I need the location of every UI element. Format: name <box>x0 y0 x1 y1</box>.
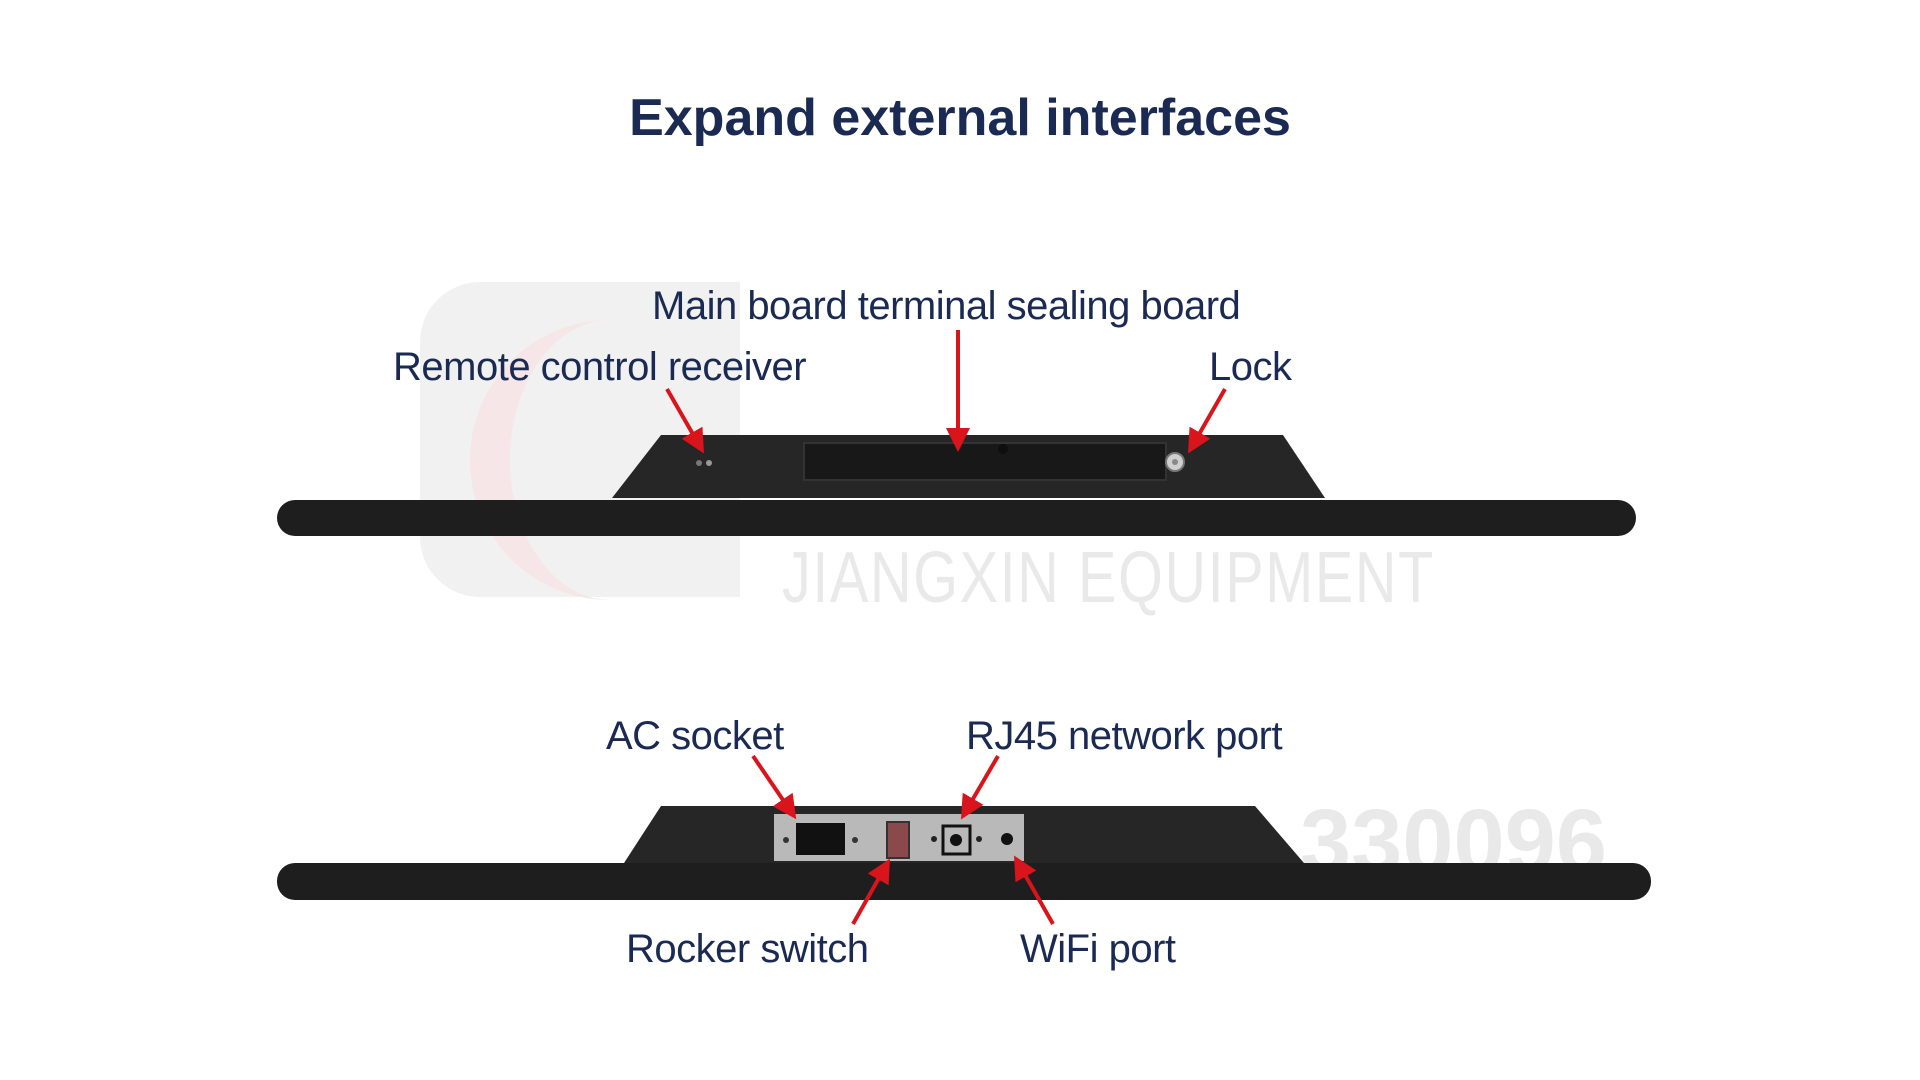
top-device-bar <box>277 500 1636 536</box>
arrow-rocker <box>851 858 890 925</box>
panel-screw <box>998 444 1008 454</box>
rj45-port-icon <box>941 824 972 856</box>
label-rj45: RJ45 network port <box>966 714 1283 758</box>
arrow-wifi <box>1014 855 1055 925</box>
top-device-view <box>277 435 1636 536</box>
main-board-sealing-panel <box>803 442 1167 481</box>
label-rocker-switch: Rocker switch <box>626 927 869 971</box>
page-title: Expand external interfaces <box>629 89 1291 147</box>
label-wifi-port: WiFi port <box>1020 927 1176 971</box>
label-main-board: Main board terminal sealing board <box>652 284 1241 328</box>
ac-socket-icon <box>796 823 845 855</box>
remote-receiver-icon <box>696 460 702 466</box>
bottom-device-view <box>277 806 1651 900</box>
wifi-port-icon <box>1001 833 1013 845</box>
arrow-ac-socket <box>751 754 797 820</box>
watermark-brand-en: JIANGXIN EQUIPMENT <box>782 538 1435 618</box>
bottom-device-bar <box>277 863 1651 900</box>
arrow-rj45 <box>960 754 1000 820</box>
arrow-lock <box>1188 388 1227 454</box>
rocker-switch-icon <box>886 821 910 859</box>
arrow-remote <box>665 388 704 454</box>
label-remote-receiver: Remote control receiver <box>393 345 807 389</box>
label-lock: Lock <box>1209 345 1292 389</box>
label-ac-socket: AC socket <box>606 714 784 758</box>
